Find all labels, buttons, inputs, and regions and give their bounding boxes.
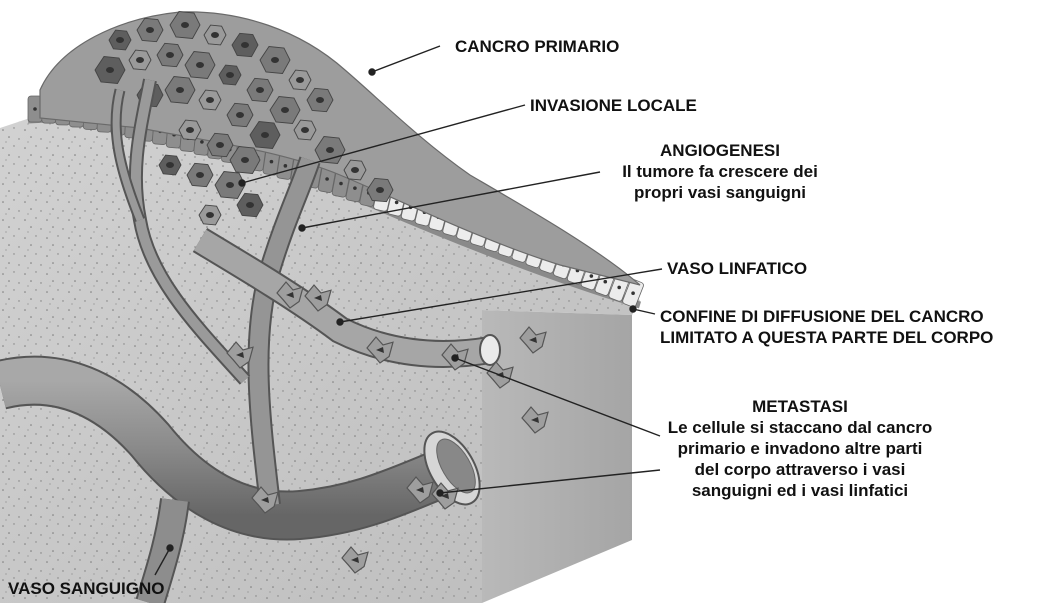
cell-nucleus [33, 107, 37, 111]
label-metastasis: METASTASI Le cellule si staccano dal can… [655, 396, 945, 501]
leader-metastasis-lymph-dot [452, 355, 458, 361]
tumor-cell-nucleus [351, 167, 359, 173]
boundary-line1: CONFINE DI DIFFUSIONE DEL CANCRO [660, 306, 993, 327]
tumor-cell-nucleus [241, 157, 249, 163]
tumor-cell-nucleus [316, 97, 324, 103]
lymph-vessel-opening [480, 335, 500, 365]
cell-nucleus [200, 140, 204, 144]
angiogenesis-line2: propri vasi sanguigni [605, 182, 835, 203]
leader-local-invasion-dot [239, 180, 245, 186]
tissue-side-face [482, 310, 632, 603]
leader-metastasis-blood-dot [437, 490, 443, 496]
tumor-cell-nucleus [226, 72, 234, 78]
tumor-cell-nucleus [376, 187, 384, 193]
tumor-cell-nucleus [116, 37, 124, 43]
tumor-cell-nucleus [206, 212, 214, 218]
tumor-cell-nucleus [241, 42, 249, 48]
metastasis-line4: sanguigni ed i vasi linfatici [655, 480, 945, 501]
leader-primary-cancer [372, 46, 440, 72]
metastasis-title: METASTASI [655, 396, 945, 417]
cell-nucleus [339, 182, 343, 186]
cell-nucleus [284, 164, 288, 168]
cell-nucleus [395, 201, 399, 205]
leader-boundary-dot [630, 306, 636, 312]
cell-nucleus [631, 291, 635, 295]
tumor-cell-nucleus [226, 182, 234, 188]
cell-nucleus [603, 280, 607, 284]
tumor-cell-nucleus [166, 162, 174, 168]
tumor-cell-nucleus [146, 27, 154, 33]
tumor-cell-nucleus [181, 22, 189, 28]
label-local-invasion: INVASIONE LOCALE [530, 95, 697, 116]
tumor-cell-nucleus [296, 77, 304, 83]
angiogenesis-title: ANGIOGENESI [605, 140, 835, 161]
label-blood-vessel: VASO SANGUIGNO [8, 578, 164, 599]
leader-angiogenesis-dot [299, 225, 305, 231]
leader-blood-vessel-dot [167, 545, 173, 551]
angiogenesis-line1: Il tumore fa crescere dei [605, 161, 835, 182]
metastasis-line3: del corpo attraverso i vasi [655, 459, 945, 480]
boundary-line2: LIMITATO A QUESTA PARTE DEL CORPO [660, 327, 993, 348]
tumor-cell-nucleus [236, 112, 244, 118]
tumor-cell-nucleus [176, 87, 184, 93]
tumor-cell-nucleus [206, 97, 214, 103]
cell-nucleus [325, 177, 329, 181]
cell-nucleus [353, 186, 357, 190]
label-primary-cancer: CANCRO PRIMARIO [455, 36, 619, 57]
tumor-cell-nucleus [261, 132, 269, 138]
label-angiogenesis: ANGIOGENESI Il tumore fa crescere dei pr… [605, 140, 835, 203]
metastasis-line1: Le cellule si staccano dal cancro [655, 417, 945, 438]
tumor-cell-nucleus [196, 62, 204, 68]
tumor-cell-nucleus [271, 57, 279, 63]
tumor-cell-nucleus [186, 127, 194, 133]
metastasis-line2: primario e invadono altre parti [655, 438, 945, 459]
tumor-cell-nucleus [106, 67, 114, 73]
tumor-cell-nucleus [301, 127, 309, 133]
tumor-cell-nucleus [211, 32, 219, 38]
cell-nucleus [270, 160, 274, 164]
tumor-cell-nucleus [281, 107, 289, 113]
leader-primary-cancer-dot [369, 69, 375, 75]
tumor-cell-nucleus [256, 87, 264, 93]
cell-nucleus [617, 286, 621, 290]
tumor-cell-nucleus [196, 172, 204, 178]
tumor-cell-nucleus [166, 52, 174, 58]
leader-lymph-vessel-dot [337, 319, 343, 325]
label-lymph-vessel: VASO LINFATICO [667, 258, 807, 279]
tumor-cell-nucleus [216, 142, 224, 148]
tumor-cell-nucleus [136, 57, 144, 63]
cell-nucleus [590, 274, 594, 278]
tumor-cell-nucleus [326, 147, 334, 153]
tumor-cell-nucleus [246, 202, 254, 208]
label-boundary: CONFINE DI DIFFUSIONE DEL CANCRO LIMITAT… [660, 306, 993, 348]
